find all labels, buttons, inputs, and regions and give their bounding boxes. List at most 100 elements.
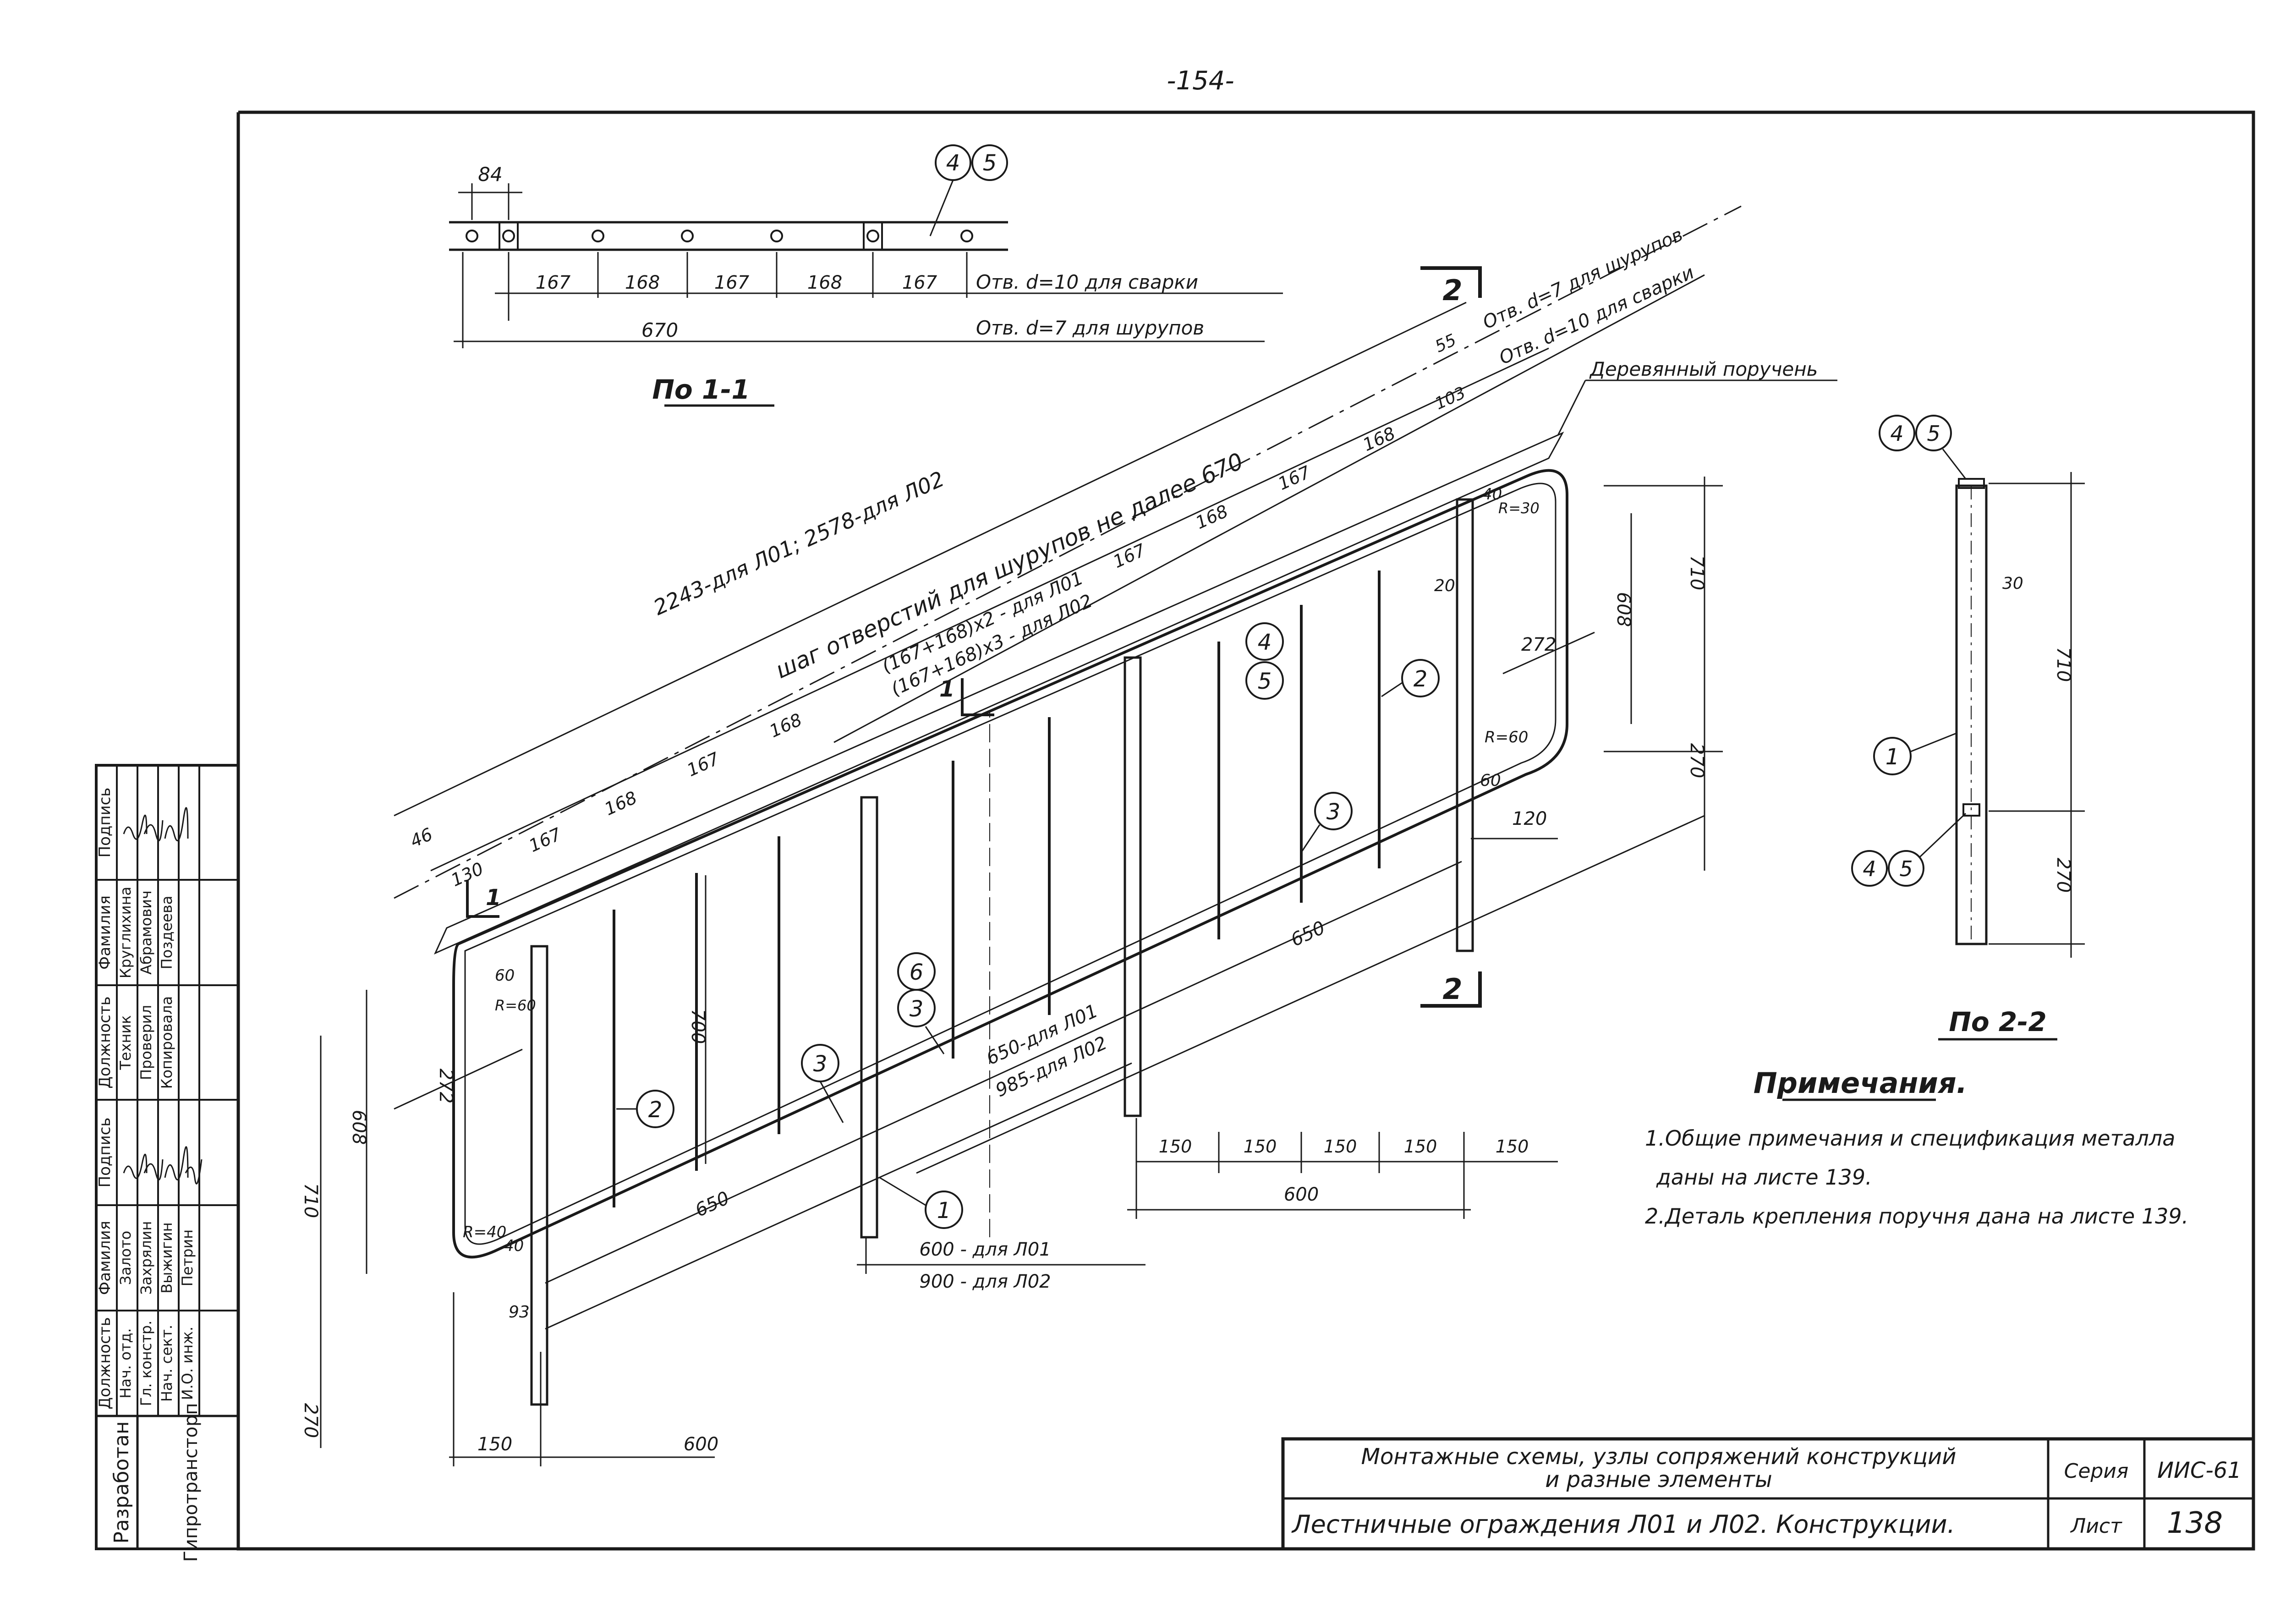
notes-title: Примечания. — [1754, 1066, 1967, 1100]
row-1-surname: Залото — [117, 1231, 134, 1285]
section-mark-2-top-label: 2 — [1442, 274, 1462, 307]
handwritten-signatures — [123, 807, 203, 1185]
dim-608-right: 608 — [1613, 592, 1634, 627]
row-r1-position: Техник — [117, 1015, 134, 1070]
section-1-1: 84 4 5 167 168 167 168 167 Отв. d=10 для… — [449, 144, 1283, 407]
dim-r60-right: R=60 — [1485, 728, 1528, 746]
callout-3-right: 3 — [1326, 799, 1341, 825]
header-position-2: Должность — [96, 996, 114, 1088]
dim-r60-left: R=60 — [495, 997, 536, 1014]
posts — [530, 498, 1474, 1406]
callout-3-left: 3 — [813, 1051, 828, 1077]
section-1-1-spacing-2: 168 — [625, 272, 660, 293]
section-2-2-dim-710: 710 — [2053, 647, 2074, 682]
callout-3-center: 3 — [910, 996, 924, 1022]
section-1-1-spacing-5: 167 — [902, 272, 937, 293]
section-mark-1-center-label: 1 — [939, 676, 954, 702]
org-left: Разработан — [110, 1421, 133, 1543]
section-2-2-callout-5-bot: 5 — [1899, 856, 1913, 881]
dim-168-b: 168 — [766, 709, 805, 741]
header-surname-2: Фамилия — [96, 895, 114, 970]
dim-60-left: 60 — [495, 966, 515, 985]
dim-272-right: 272 — [1521, 634, 1556, 655]
callout-6: 6 — [910, 960, 924, 985]
row-r3-position: Копировала — [158, 996, 175, 1089]
header-surname-1: Фамилия — [96, 1221, 114, 1295]
callout-2-left: 2 — [648, 1097, 663, 1123]
dim-167-c: 167 — [1110, 540, 1148, 572]
section-mark-2-top: 2 — [1420, 266, 1482, 307]
section-1-1-total: 670 — [641, 319, 678, 341]
dim-700: 700 — [687, 1009, 708, 1044]
title-line-2: и разные элементы — [1545, 1467, 1772, 1492]
total-length-dim: 2243-для Л01; 2578-для Л02 — [650, 466, 948, 620]
dim-900-l02: 900 - для Л02 — [919, 1271, 1051, 1292]
section-1-1-callout-4: 4 — [946, 150, 960, 176]
row-4-position: И.О. инж. — [179, 1327, 196, 1400]
dim-270-right: 270 — [1686, 743, 1707, 778]
row-r2-position: Проверил — [137, 1005, 155, 1080]
sheet-value: 138 — [2167, 1506, 2223, 1540]
row-r2-surname: Абрамович — [137, 890, 155, 975]
section-2-2-dim-30: 30 — [2002, 574, 2023, 593]
section-mark-2-bottom: 2 — [1420, 971, 1482, 1008]
dim-710-left: 710 — [300, 1183, 321, 1218]
series-value: ИИС-61 — [2157, 1458, 2242, 1483]
sheet-label: Лист — [2070, 1514, 2122, 1538]
dim-60-right: 60 — [1480, 771, 1501, 790]
section-2-2-title: По 2-2 — [1949, 1006, 2046, 1037]
dim-r40: R=40 — [463, 1223, 506, 1241]
dim-650-left: 650 — [692, 1187, 733, 1221]
dim-270-left: 270 — [300, 1403, 321, 1438]
notes: Примечания. 1.Общие примечания и специфи… — [1645, 1066, 2188, 1229]
right-150-5: 150 — [1496, 1136, 1529, 1157]
section-1-1-spacing-3: 167 — [714, 272, 750, 293]
dim-167-d: 167 — [1275, 462, 1313, 494]
section-1-1-title: По 1-1 — [652, 374, 750, 405]
row-2-position: Гл. констр. — [137, 1321, 155, 1406]
dim-168-c: 168 — [1192, 501, 1231, 533]
dim-20: 20 — [1434, 576, 1455, 595]
dim-710-right: 710 — [1686, 555, 1707, 590]
signature-block: Разработан Гипротрансторп Должность Фами… — [95, 764, 240, 1562]
handrail-label: Деревянный поручень — [1589, 358, 1818, 380]
row-r3-surname: Поздеева — [158, 896, 175, 970]
dim-650-right: 650 — [1288, 917, 1328, 951]
balusters — [613, 571, 1381, 1207]
row-4-surname: Петрин — [179, 1229, 196, 1286]
dim-120: 120 — [1512, 808, 1547, 829]
drawing-name: Лестничные ограждения Л01 и Л02. Констру… — [1291, 1510, 1955, 1539]
row-2-surname: Захрялин — [137, 1221, 155, 1295]
row-1-position: Нач. отд. — [117, 1328, 134, 1398]
section-2-2-callout-1: 1 — [1885, 744, 1900, 770]
dim-167-b: 167 — [684, 748, 722, 780]
title-block: Монтажные схемы, узлы сопряжений констру… — [1281, 1437, 2255, 1551]
section-2-2: 710 270 30 4 5 1 4 5 По 2-2 — [1851, 415, 2085, 1041]
section-1-1-spacing-1: 167 — [536, 272, 571, 293]
section-mark-1-center: 1 — [939, 676, 994, 716]
right-150-4: 150 — [1404, 1136, 1437, 1157]
dim-40-left: 40 — [504, 1237, 524, 1255]
callouts: 1 2 2 3 3 6 3 4 5 — [616, 622, 1440, 1229]
notes-line-1: 1.Общие примечания и спецификация металл… — [1645, 1126, 2175, 1151]
page-number: -154- — [1167, 66, 1234, 96]
dim-600-l01: 600 - для Л01 — [919, 1239, 1051, 1260]
dim-167-a: 167 — [526, 824, 564, 856]
callout-1: 1 — [937, 1198, 951, 1223]
section-1-1-callout-5: 5 — [983, 150, 997, 176]
dim-272-left: 272 — [435, 1069, 456, 1103]
section-1-1-dim-84: 84 — [478, 163, 502, 186]
callout-4: 4 — [1258, 630, 1272, 655]
section-1-1-holes — [466, 221, 973, 251]
title-line-1: Монтажные схемы, узлы сопряжений констру… — [1361, 1444, 1957, 1470]
handrail — [434, 431, 1568, 1259]
right-600: 600 — [1284, 1184, 1319, 1205]
bottom-dim-600: 600 — [684, 1434, 718, 1455]
section-1-1-spacing-4: 168 — [807, 272, 842, 293]
dim-93: 93 — [509, 1303, 530, 1322]
section-mark-1-left-label: 1 — [486, 885, 501, 911]
header-signature-1: Подпись — [96, 1118, 114, 1188]
section-2-2-callout-5-top: 5 — [1927, 421, 1940, 446]
row-r1-surname: Круглихина — [117, 887, 134, 978]
notes-line-1b: даны на листе 139. — [1656, 1165, 1872, 1190]
